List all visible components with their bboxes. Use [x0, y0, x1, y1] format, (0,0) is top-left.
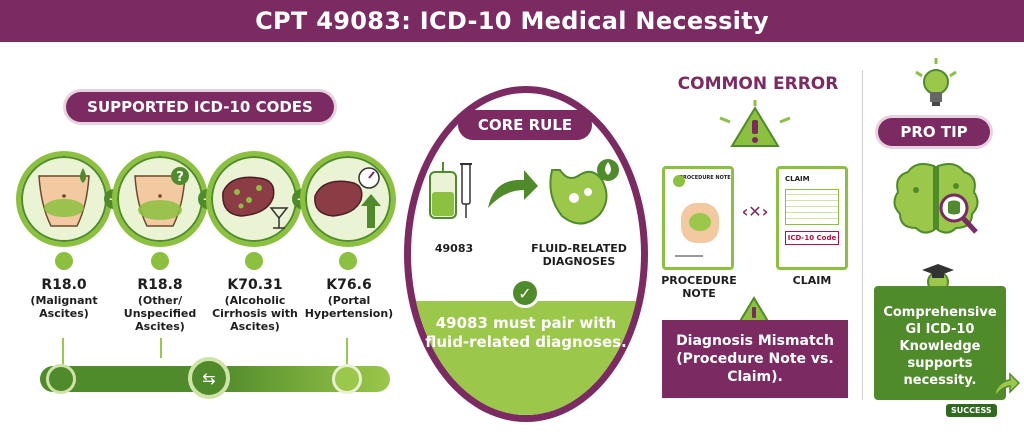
error-message-text: Diagnosis Mismatch (Procedure Note vs. C…: [676, 333, 834, 385]
lightbulb-icon: [915, 58, 957, 106]
success-arrow-icon: [993, 372, 1020, 399]
document-check-icon: [332, 364, 362, 394]
document-icon: [337, 250, 359, 272]
document-icon: [243, 250, 265, 272]
document-icon: [149, 250, 171, 272]
common-error-heading: COMMON ERROR: [677, 74, 839, 94]
liver-gauge-arrow-icon: [314, 167, 381, 228]
pro-tip-box: Comprehensive GI ICD-10 Knowledge suppor…: [874, 286, 1006, 400]
signature-line: [675, 255, 703, 257]
code-description: (Malignant Ascites): [30, 294, 98, 320]
supported-codes-heading-text: SUPPORTED ICD-10 CODES: [87, 98, 313, 116]
procedure-note-doc-title: PROCEDURE NOTE: [679, 175, 731, 181]
pro-tip-text: Comprehensive GI ICD-10 Knowledge suppor…: [883, 305, 997, 388]
core-rule-bottom: [411, 301, 641, 415]
abdomen-fluid-drop-icon: [38, 168, 90, 227]
procedure-note-label: PROCEDURE NOTE: [661, 274, 737, 300]
claim-label: CLAIM: [792, 274, 832, 287]
code-label-r18-0: R18.0 (Malignant Ascites): [14, 276, 114, 320]
core-rule-heading-text: CORE RULE: [477, 116, 573, 134]
mismatch-x-icon: ‹✕›: [741, 202, 769, 221]
code-circle-k76-6: [300, 151, 396, 247]
stomach-icon: [689, 213, 711, 231]
flow-connector: [346, 338, 348, 368]
brain-database-icon: [893, 163, 979, 234]
pro-tip-heading: PRO TIP: [878, 118, 990, 146]
procedure-note-document: PROCEDURE NOTE: [662, 166, 734, 270]
success-tag: SUCCESS: [946, 398, 997, 417]
claim-document: CLAIM ICD-10 Code: [776, 166, 848, 270]
code-value: R18.8: [137, 277, 183, 293]
error-message-box: Diagnosis Mismatch (Procedure Note vs. C…: [662, 320, 848, 398]
code-circle-r18-0: [16, 151, 112, 247]
iv-bag-syringe-icon: [429, 162, 472, 219]
pro-tip-heading-text: PRO TIP: [900, 123, 968, 141]
code-description: (Portal Hypertension): [304, 294, 394, 320]
header-banner: CPT 49083: ICD-10 Medical Necessity: [0, 0, 1024, 42]
code-circle-r18-8: ?: [112, 151, 208, 247]
split-arrow-icon: ⇆: [188, 357, 230, 399]
person-icon: [673, 175, 685, 187]
curved-arrow-icon: [488, 170, 538, 208]
core-rule-heading: CORE RULE: [458, 110, 592, 140]
abdomen-question-icon: ?: [134, 167, 189, 227]
code-circle-k70-31: [206, 151, 302, 247]
code-description: (Other/ Unspecified Ascites): [123, 294, 197, 333]
page-title: CPT 49083: ICD-10 Medical Necessity: [255, 7, 769, 35]
warning-triangle-icon: [719, 100, 791, 147]
document-icon: [53, 250, 75, 272]
core-rule-oval: [404, 86, 648, 422]
svg-text:?: ?: [176, 170, 184, 185]
claim-icd-code-field: ICD-10 Code: [785, 231, 839, 245]
cirrhotic-liver-cocktail-icon: [222, 176, 289, 229]
code-value: K70.31: [227, 277, 283, 293]
stomach-fluid-icon: [549, 159, 619, 225]
claim-doc-title: CLAIM: [785, 175, 810, 183]
flow-connector: [62, 338, 64, 368]
code-description: (Alcoholic Cirrhosis with Ascites): [212, 294, 298, 333]
code-label-k70-31: K70.31 (Alcoholic Cirrhosis with Ascites…: [200, 276, 310, 333]
section-divider: [862, 70, 863, 400]
code-value: R18.0: [41, 277, 87, 293]
code-value: K76.6: [326, 277, 372, 293]
flow-connector: [160, 338, 162, 358]
success-text: SUCCESS: [946, 404, 997, 417]
check-circle-icon: ✓: [510, 278, 540, 308]
document-check-icon: [46, 364, 76, 394]
core-right-label: FLUID-RELATED DIAGNOSES: [531, 242, 627, 268]
supported-codes-heading: SUPPORTED ICD-10 CODES: [66, 92, 334, 122]
core-left-label: 49083: [434, 242, 474, 255]
code-label-r18-8: R18.8 (Other/ Unspecified Ascites): [106, 276, 214, 333]
claim-table: [785, 189, 839, 225]
code-label-k76-6: K76.6 (Portal Hypertension): [294, 276, 404, 320]
core-rule-text: 49083 must pair with fluid-related diagn…: [425, 314, 627, 351]
